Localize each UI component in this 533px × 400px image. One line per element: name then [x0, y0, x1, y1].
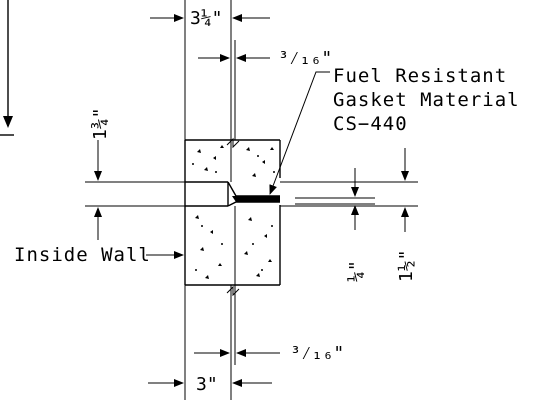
gasket-callout: Fuel Resistant Gasket Material CS−440 — [269, 65, 520, 195]
dim-bottom-gap: ³⁄₁₆" — [194, 343, 344, 364]
inside-wall-label: Inside Wall — [14, 244, 151, 266]
dim-joint-quarter-label: ¼" — [346, 260, 367, 282]
gasket-label-line1: Fuel Resistant — [333, 65, 507, 87]
dim-top-width: 3¼" — [150, 8, 270, 29]
dim-top-gap-label: ³⁄₁₆" — [278, 48, 332, 69]
concrete-texture — [192, 145, 275, 279]
inside-wall-callout: Inside Wall — [14, 244, 184, 266]
left-edge-leader — [0, 0, 14, 136]
dim-left-height: 1¾" — [90, 107, 111, 240]
dim-top-width-label: 3¼" — [190, 8, 223, 29]
dim-top-gap: ³⁄₁₆" — [198, 48, 332, 69]
dim-left-height-label: 1¾" — [90, 107, 111, 140]
gasket-label-line3: CS−440 — [333, 113, 408, 135]
dim-joint-half: 1½" — [396, 148, 417, 282]
wall-centerlines — [184, 0, 240, 400]
dim-joint-half-label: 1½" — [396, 249, 417, 282]
dim-bottom-width: 3" — [148, 374, 272, 395]
gasket-label-line2: Gasket Material — [333, 89, 520, 111]
dim-bottom-width-label: 3" — [196, 374, 218, 395]
gasket-material — [232, 196, 280, 202]
dim-bottom-gap-label: ³⁄₁₆" — [290, 343, 344, 364]
dim-joint-quarter: ¼" — [346, 168, 367, 282]
